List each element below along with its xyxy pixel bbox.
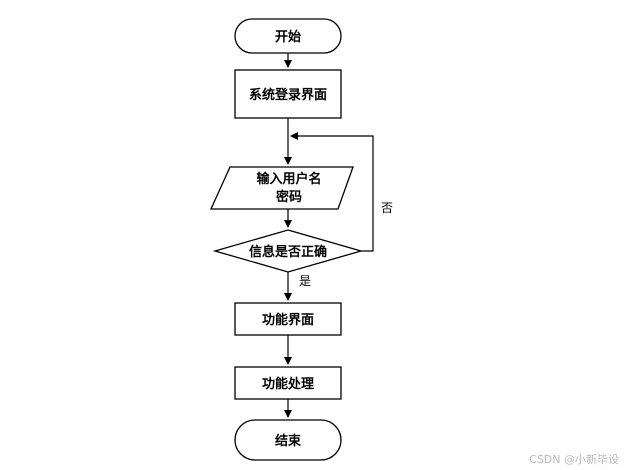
login-process-box xyxy=(234,69,342,119)
process-label: 功能处理 xyxy=(262,376,314,392)
end-label: 结束 xyxy=(275,433,302,449)
input-label-line1: 输入用户名 xyxy=(256,171,321,187)
input-parallelogram xyxy=(209,166,354,210)
no-label: 否 xyxy=(381,201,393,215)
watermark: CSDN @小新毕设 xyxy=(529,452,619,466)
process-box xyxy=(234,366,342,400)
function-ui-label: 功能界面 xyxy=(262,312,314,328)
start-label: 开始 xyxy=(275,29,301,45)
login-label: 系统登录界面 xyxy=(249,87,327,103)
check-label: 信息是否正确 xyxy=(249,244,327,260)
end-terminator xyxy=(234,419,342,461)
input-label-line2: 密码 xyxy=(275,189,302,205)
loop-back-no-path xyxy=(290,132,374,252)
yes-label: 是 xyxy=(299,274,311,288)
